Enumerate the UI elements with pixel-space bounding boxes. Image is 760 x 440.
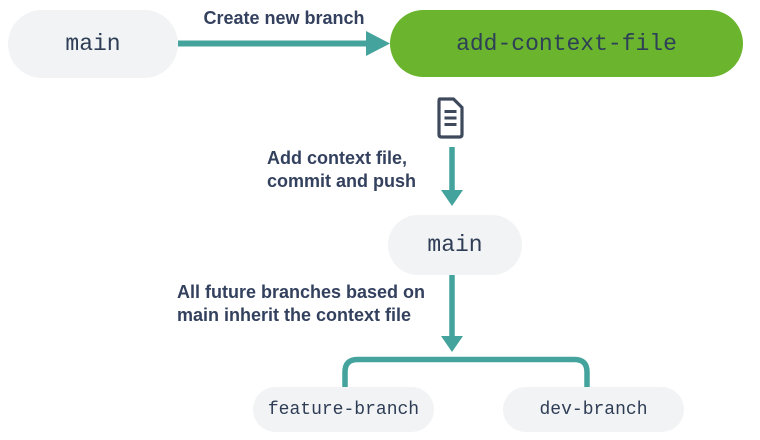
arrow-down-head-icon: [441, 190, 463, 206]
arrow-inherit: [441, 275, 463, 352]
node-main-middle-label: main: [427, 232, 483, 258]
node-dev-branch-label: dev-branch: [539, 399, 648, 420]
document-icon: [437, 97, 464, 139]
node-main-middle: main: [388, 215, 522, 275]
arrow-right-head-icon: [366, 31, 390, 56]
edge-label-inherit: All future branches based on main inheri…: [177, 282, 426, 325]
arrow-down-head-icon: [441, 336, 463, 352]
node-main-top-label: main: [65, 31, 121, 57]
arrow-commit-push: [441, 147, 463, 206]
node-add-context-file-label: add-context-file: [456, 30, 677, 57]
node-add-context-file: add-context-file: [390, 10, 743, 77]
node-feature-branch: feature-branch: [253, 387, 434, 432]
edge-label-create-branch: Create new branch: [203, 8, 365, 28]
branch-split-bracket: [342, 356, 590, 390]
node-feature-branch-label: feature-branch: [267, 399, 420, 420]
edge-label-commit-push: Add context file, commit and push: [267, 148, 417, 191]
arrow-create-branch: [178, 31, 390, 56]
node-dev-branch: dev-branch: [503, 387, 684, 432]
node-main-top: main: [8, 10, 178, 78]
